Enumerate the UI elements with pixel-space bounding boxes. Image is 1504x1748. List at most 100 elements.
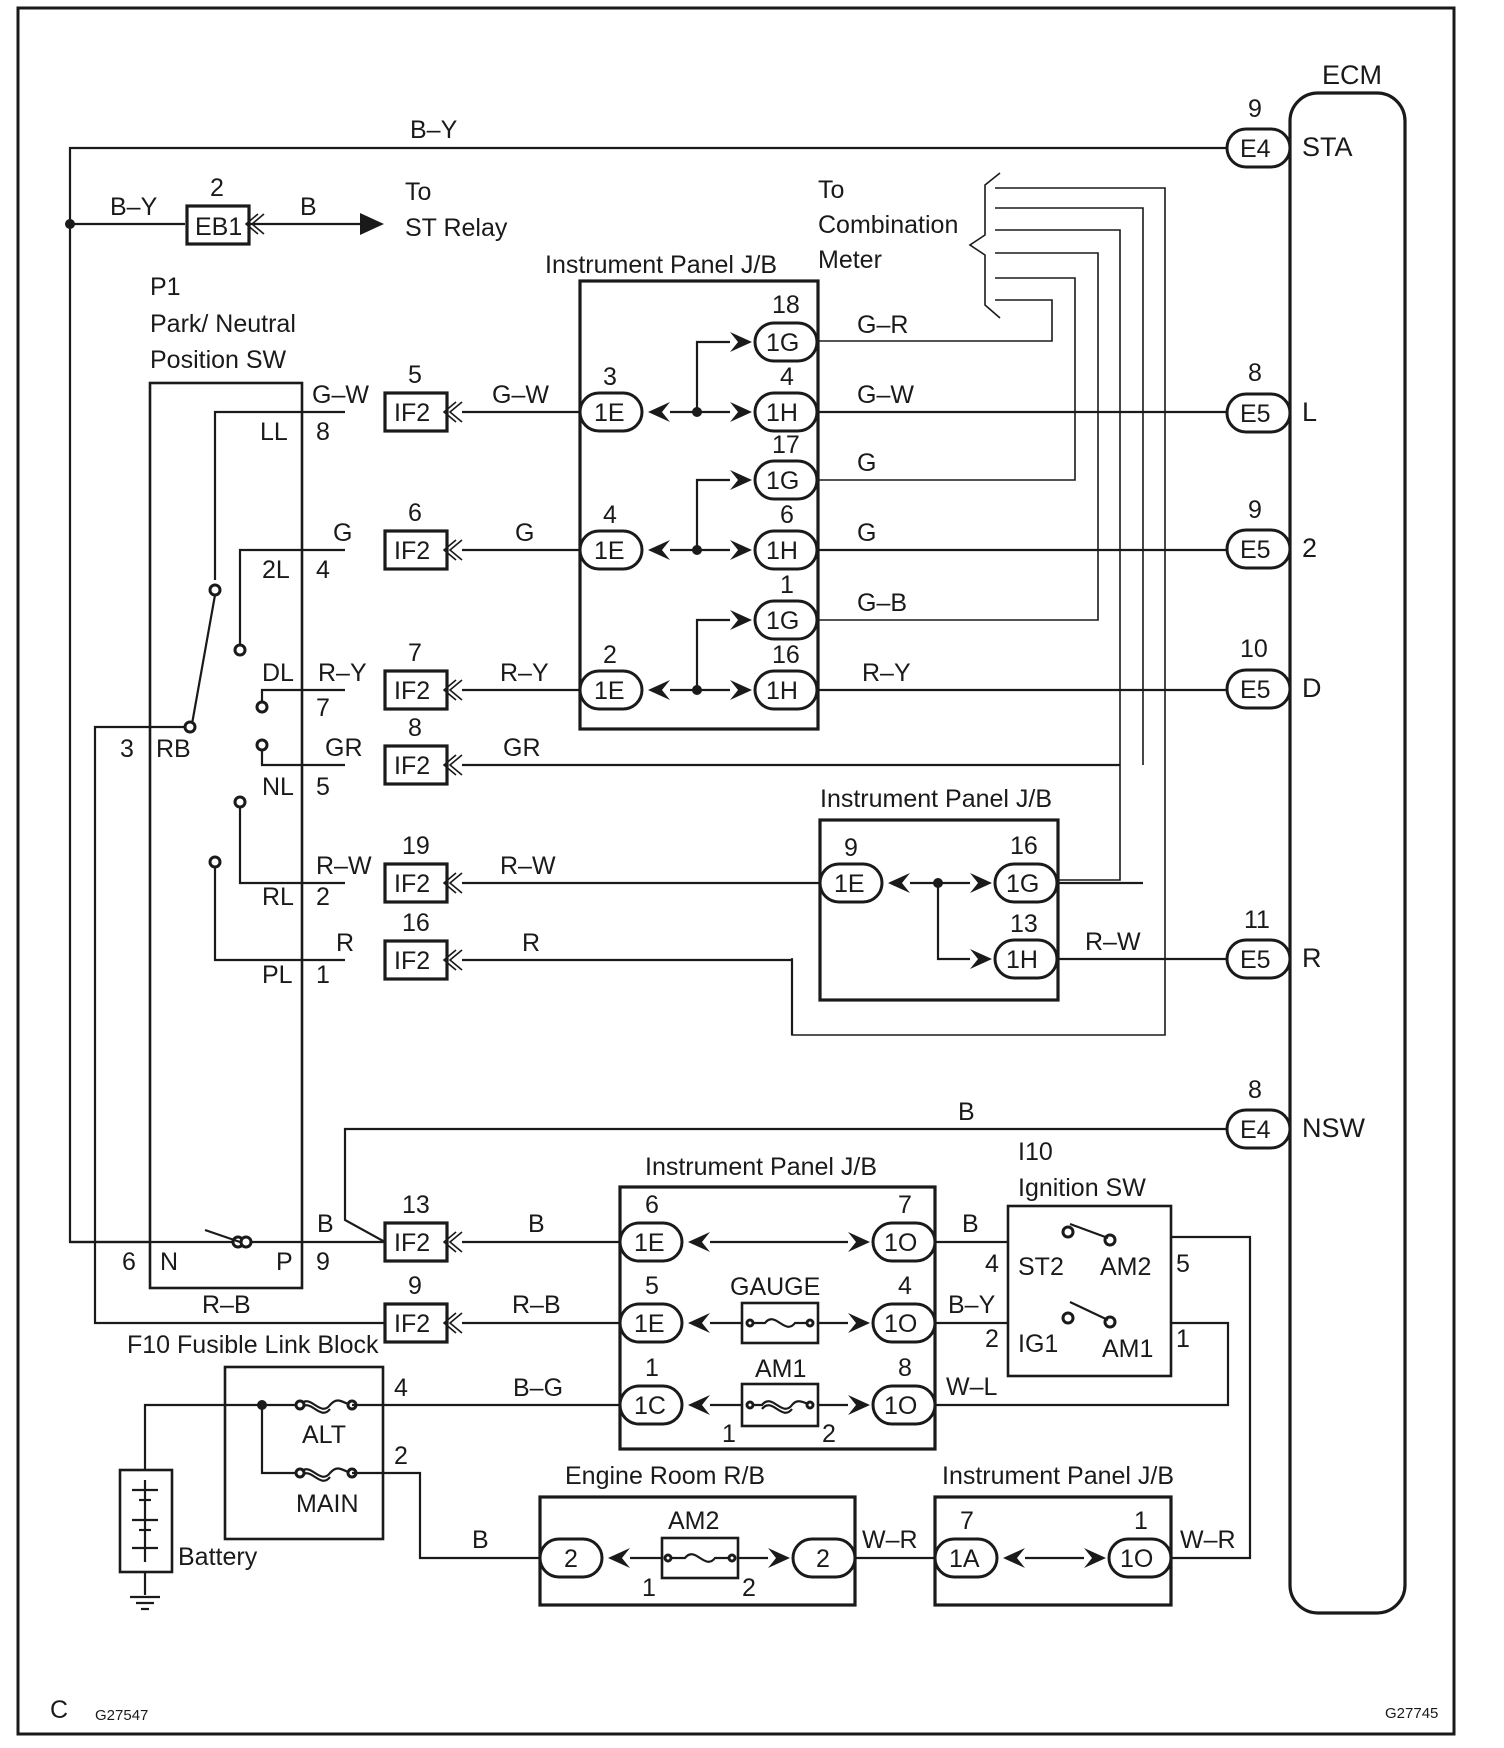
svg-text:1E: 1E xyxy=(594,677,625,705)
svg-text:8: 8 xyxy=(408,714,422,742)
wire-label-b-main: B xyxy=(472,1526,489,1554)
svg-text:6: 6 xyxy=(645,1191,659,1219)
svg-text:9: 9 xyxy=(316,1248,330,1276)
svg-text:1: 1 xyxy=(645,1354,659,1382)
svg-text:DL: DL xyxy=(262,659,294,687)
svg-text:2: 2 xyxy=(564,1545,578,1573)
wire-label-wr-b: W–R xyxy=(1180,1526,1236,1554)
label-to-comb-1: To xyxy=(818,176,844,204)
svg-text:R–W: R–W xyxy=(500,852,556,880)
ecm-pin-nsw: E4 8 NSW xyxy=(1225,1076,1366,1150)
svg-text:G–B: G–B xyxy=(857,589,907,617)
svg-text:10: 10 xyxy=(1240,635,1268,663)
p1-switch-body xyxy=(148,381,304,1290)
svg-text:E5: E5 xyxy=(1240,676,1271,704)
wire-label-b-to-st: B xyxy=(300,193,317,221)
np-switch: B xyxy=(70,1210,390,1249)
svg-text:B: B xyxy=(317,1210,334,1238)
label-p1-name-1: Park/ Neutral xyxy=(150,310,296,338)
svg-text:1: 1 xyxy=(722,1420,736,1448)
svg-text:7: 7 xyxy=(960,1507,974,1535)
svg-text:4: 4 xyxy=(394,1374,408,1402)
svg-text:18: 18 xyxy=(772,291,800,319)
svg-text:IF2: IF2 xyxy=(394,677,430,705)
svg-text:9: 9 xyxy=(1248,496,1262,524)
svg-text:2: 2 xyxy=(1302,533,1317,563)
svg-text:AM2: AM2 xyxy=(1100,1253,1151,1281)
label-p1: P1 xyxy=(150,273,181,301)
label-p1-name-2: Position SW xyxy=(150,346,287,374)
label-ipjb-4: Instrument Panel J/B xyxy=(942,1462,1174,1490)
svg-text:1: 1 xyxy=(316,961,330,989)
svg-text:GR: GR xyxy=(325,734,363,762)
svg-text:R: R xyxy=(522,929,540,957)
wire-label-b-10: B xyxy=(962,1210,979,1238)
p1-wire-labels: G–W G R–Y GR R–W R R–B xyxy=(202,381,372,1319)
svg-text:16: 16 xyxy=(1010,832,1038,860)
svg-text:G: G xyxy=(857,449,876,477)
svg-text:1H: 1H xyxy=(766,399,798,427)
if2-connector-9: IF2 9 xyxy=(383,1272,463,1344)
svg-text:STA: STA xyxy=(1302,132,1353,162)
wire-label-wl: W–L xyxy=(946,1373,998,1401)
svg-text:8: 8 xyxy=(316,418,330,446)
svg-text:2L: 2L xyxy=(262,556,290,584)
wire-b-nsw xyxy=(343,1127,1227,1243)
svg-text:IF2: IF2 xyxy=(394,537,430,565)
svg-text:8: 8 xyxy=(1248,1076,1262,1104)
if2-connector-7: IF2 7 xyxy=(383,639,463,711)
svg-text:2: 2 xyxy=(985,1325,999,1353)
label-ipjb-1: Instrument Panel J/B xyxy=(545,251,777,279)
label-battery: Battery xyxy=(178,1543,258,1571)
svg-text:5: 5 xyxy=(316,773,330,801)
eng-rb-contents: 2 2 AM2 1 2 xyxy=(538,1507,857,1602)
svg-text:GAUGE: GAUGE xyxy=(730,1273,820,1301)
svg-text:ALT: ALT xyxy=(302,1421,346,1449)
corner-label-c: C xyxy=(50,1696,68,1724)
svg-text:R–W: R–W xyxy=(316,852,372,880)
svg-text:LL: LL xyxy=(260,418,288,446)
svg-text:9: 9 xyxy=(408,1272,422,1300)
svg-text:GR: GR xyxy=(503,734,541,762)
svg-text:16: 16 xyxy=(772,641,800,669)
svg-text:2: 2 xyxy=(394,1442,408,1470)
svg-text:P: P xyxy=(276,1248,293,1276)
svg-text:2: 2 xyxy=(316,883,330,911)
battery xyxy=(118,1468,174,1611)
jb1-to-ecm-wires: G–R G–W G G G–B R–Y xyxy=(817,311,1227,692)
svg-text:G–W: G–W xyxy=(312,381,369,409)
svg-text:R: R xyxy=(336,929,354,957)
svg-text:1H: 1H xyxy=(766,537,798,565)
ecm-pin-sta: E4 9 STA xyxy=(1225,95,1353,169)
label-to-st-1: To xyxy=(405,178,431,206)
svg-text:1G: 1G xyxy=(766,329,799,357)
svg-text:4: 4 xyxy=(985,1250,999,1278)
svg-text:IF2: IF2 xyxy=(394,1229,430,1257)
svg-text:1E: 1E xyxy=(634,1310,665,1338)
if2-connector-8: IF2 8 xyxy=(383,714,463,786)
gauge-fuse: GAUGE xyxy=(730,1273,820,1345)
svg-text:2: 2 xyxy=(816,1545,830,1573)
svg-text:R: R xyxy=(1302,943,1322,973)
svg-text:G–W: G–W xyxy=(492,381,549,409)
wire-label-by-gauge: B–Y xyxy=(948,1291,996,1319)
svg-text:NSW: NSW xyxy=(1302,1113,1366,1143)
svg-text:IF2: IF2 xyxy=(394,947,430,975)
svg-text:N: N xyxy=(160,1248,178,1276)
label-ipjb-2: Instrument Panel J/B xyxy=(820,785,1052,813)
svg-text:1E: 1E xyxy=(594,399,625,427)
svg-text:1E: 1E xyxy=(634,1229,665,1257)
ecm-body xyxy=(1288,91,1407,1615)
svg-text:11: 11 xyxy=(1244,906,1270,934)
if2-connector-6: IF2 6 xyxy=(383,499,463,571)
svg-text:2: 2 xyxy=(210,174,224,202)
ipjb-2-pins: 1E 9 1G 16 1H 13 R–W xyxy=(818,832,1227,980)
svg-text:L: L xyxy=(1302,397,1317,427)
page-frame xyxy=(16,6,1456,1736)
svg-text:16: 16 xyxy=(402,909,430,937)
wire-label-by-left: B–Y xyxy=(110,193,158,221)
svg-text:1O: 1O xyxy=(884,1310,917,1338)
ecm-pin-r: E5 11 R xyxy=(1225,906,1322,980)
ignition-sw-contacts: ST2 AM2 IG1 AM1 4 5 2 1 xyxy=(985,1222,1190,1363)
svg-text:AM1: AM1 xyxy=(1102,1335,1153,1363)
